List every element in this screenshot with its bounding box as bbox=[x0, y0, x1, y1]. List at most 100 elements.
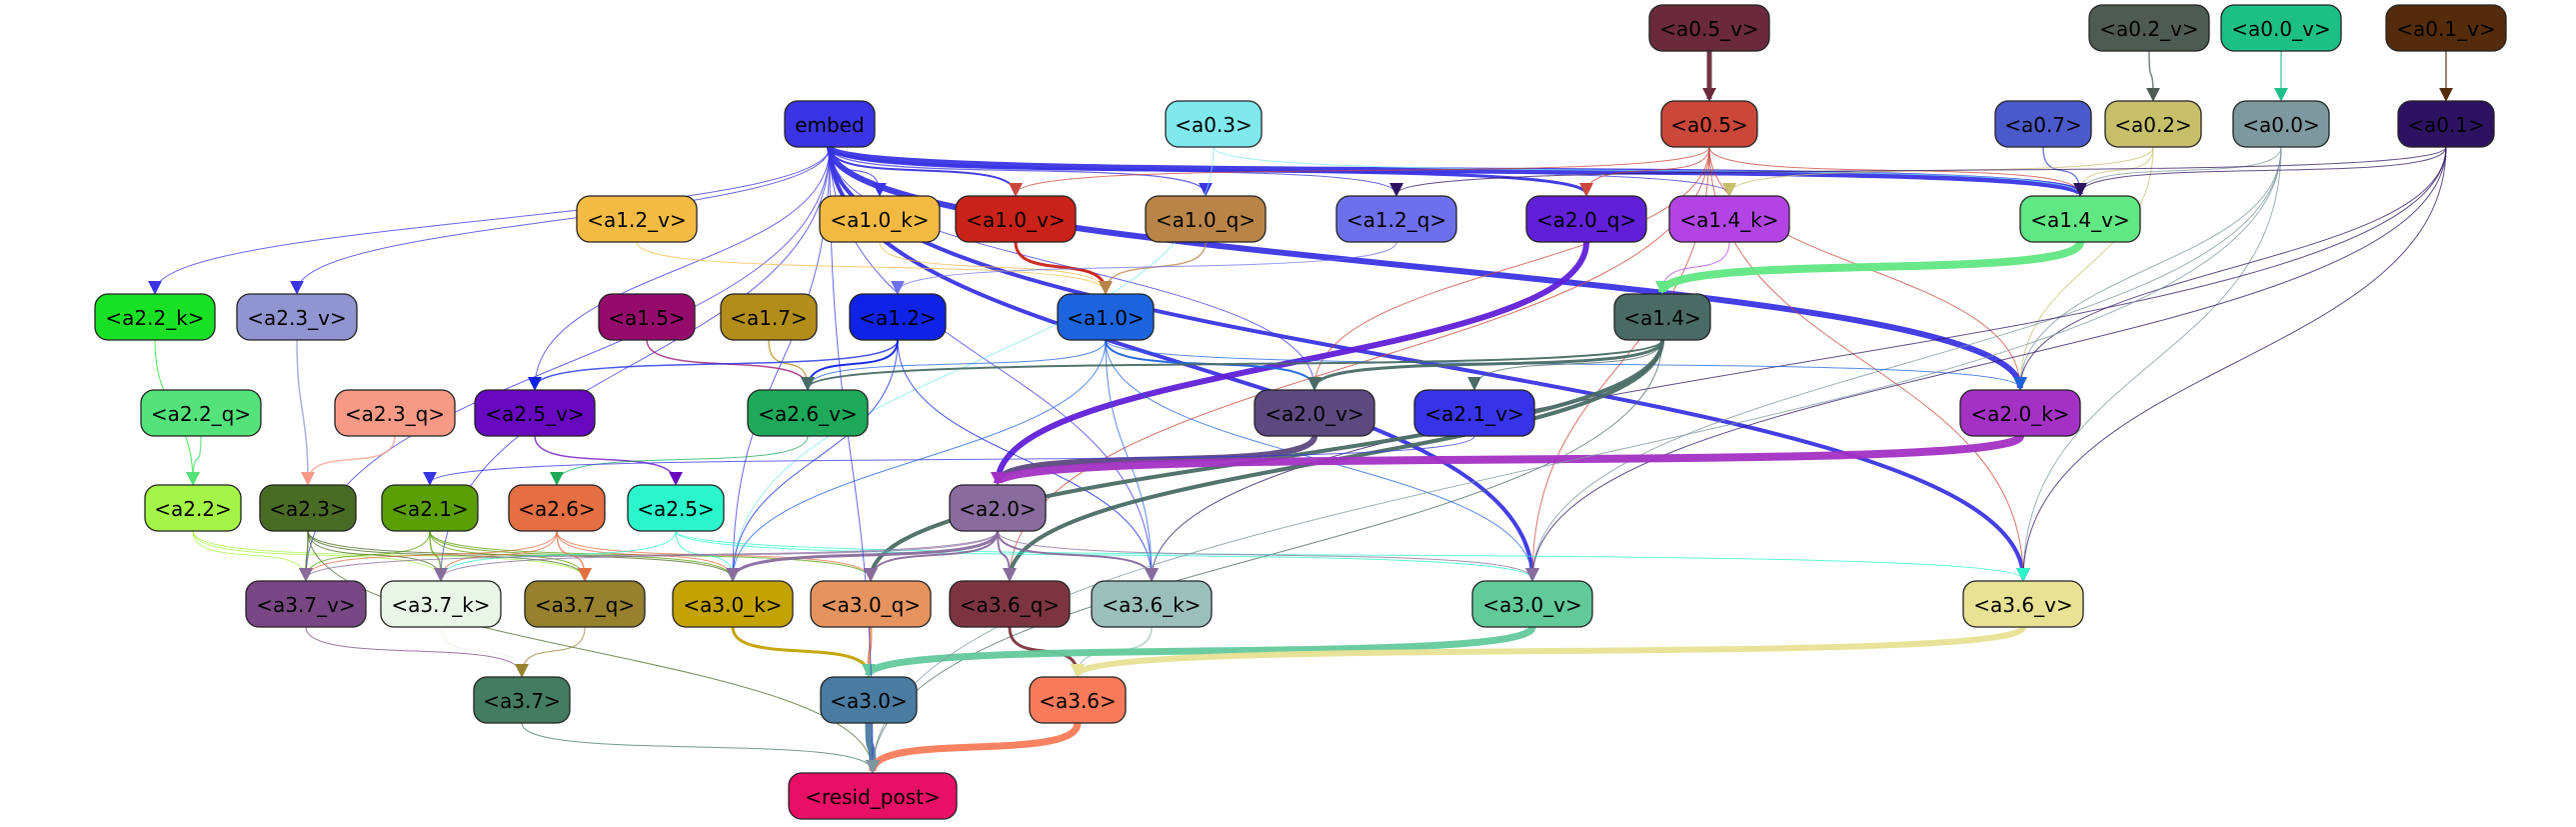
node-a1-4[interactable]: <a1.4> bbox=[1613, 293, 1711, 341]
node-a0-3[interactable]: <a0.3> bbox=[1165, 100, 1263, 148]
node-label: <a2.0_q> bbox=[1536, 208, 1636, 232]
node-a2-3[interactable]: <a2.3> bbox=[259, 484, 357, 532]
node-a0-5[interactable]: <a0.5> bbox=[1660, 100, 1758, 148]
node-label: <a1.7> bbox=[730, 306, 808, 330]
node-box bbox=[1660, 100, 1758, 148]
edge-a2_3-to-a3_7_q bbox=[307, 530, 592, 582]
edge-a2_3_q-to-a2_3 bbox=[301, 435, 396, 486]
node-box bbox=[94, 293, 216, 341]
node-a0-1[interactable]: <a0.1> bbox=[2397, 100, 2495, 148]
node-a3-0-v[interactable]: <a3.0_v> bbox=[1471, 580, 1593, 628]
edge-a2_6-to-a3_7_v bbox=[299, 530, 558, 582]
node-embed[interactable]: embed bbox=[784, 100, 876, 148]
edge-a0_1-to-a3_0_v bbox=[1525, 146, 2447, 582]
node-a3-6-q[interactable]: <a3.6_q> bbox=[949, 580, 1071, 628]
node-label: <a3.6_q> bbox=[960, 593, 1060, 617]
node-a3-7[interactable]: <a3.7> bbox=[473, 676, 571, 724]
node-a2-5-v[interactable]: <a2.5_v> bbox=[474, 389, 596, 437]
node-a3-0-k[interactable]: <a3.0_k> bbox=[672, 580, 794, 628]
node-label: <a0.1_v> bbox=[2396, 17, 2495, 41]
node-label: <a2.0_v> bbox=[1265, 402, 1363, 426]
node-box bbox=[1668, 195, 1790, 243]
node-a2-0[interactable]: <a2.0> bbox=[949, 484, 1047, 532]
node-label: <a0.2_v> bbox=[2099, 17, 2198, 41]
node-label: <a0.3> bbox=[1175, 113, 1253, 137]
node-box bbox=[1525, 195, 1647, 243]
node-a2-3-v[interactable]: <a2.3_v> bbox=[236, 293, 358, 341]
node-box bbox=[747, 389, 869, 437]
node-a1-4-k[interactable]: <a1.4_k> bbox=[1668, 195, 1790, 243]
node-label: <a2.1> bbox=[391, 497, 469, 521]
node-box bbox=[2104, 100, 2202, 148]
edge-a0_1-to-a2_0_k bbox=[2013, 146, 2447, 391]
edge-a0_1-to-a1_2_q bbox=[1389, 146, 2447, 197]
node-a2-1[interactable]: <a2.1> bbox=[381, 484, 479, 532]
node-a2-0-k[interactable]: <a2.0_k> bbox=[1959, 389, 2081, 437]
node-a2-5[interactable]: <a2.5> bbox=[627, 484, 725, 532]
node-label: <a3.7_q> bbox=[535, 593, 635, 617]
node-box bbox=[1471, 580, 1593, 628]
node-a1-2-v[interactable]: <a1.2_v> bbox=[576, 195, 698, 243]
node-a1-0-k[interactable]: <a1.0_k> bbox=[819, 195, 941, 243]
node-a1-5[interactable]: <a1.5> bbox=[598, 293, 696, 341]
node-a1-2[interactable]: <a1.2> bbox=[849, 293, 947, 341]
node-a3-7-v[interactable]: <a3.7_v> bbox=[245, 580, 367, 628]
node-a3-7-q[interactable]: <a3.7_q> bbox=[524, 580, 646, 628]
node-a1-2-q[interactable]: <a1.2_q> bbox=[1335, 195, 1457, 243]
node-a2-6[interactable]: <a2.6> bbox=[508, 484, 606, 532]
edge-a0_0-to-a3_0_v bbox=[1525, 146, 2282, 582]
node-a0-2[interactable]: <a0.2> bbox=[2104, 100, 2202, 148]
node-box bbox=[236, 293, 358, 341]
node-box bbox=[1029, 676, 1127, 724]
node-a3-0[interactable]: <a3.0> bbox=[820, 676, 918, 724]
node-a1-0[interactable]: <a1.0> bbox=[1057, 293, 1155, 341]
edge-a3_7_v-to-a3_7 bbox=[305, 626, 529, 678]
node-a3-7-k[interactable]: <a3.7_k> bbox=[380, 580, 502, 628]
node-a1-4-v[interactable]: <a1.4_v> bbox=[2019, 195, 2141, 243]
node-a0-5-v[interactable]: <a0.5_v> bbox=[1648, 4, 1770, 52]
edge-a1_4-to-a2_1_v bbox=[1467, 339, 1663, 391]
node-a0-7[interactable]: <a0.7> bbox=[1994, 100, 2092, 148]
node-box bbox=[1413, 389, 1535, 437]
node-a1-0-v[interactable]: <a1.0_v> bbox=[955, 195, 1077, 243]
node-a1-0-q[interactable]: <a1.0_q> bbox=[1145, 195, 1267, 243]
node-label: <a0.7> bbox=[2004, 113, 2082, 137]
node-box bbox=[1091, 580, 1213, 628]
node-label: <a1.4_v> bbox=[2030, 208, 2129, 232]
node-resid-post[interactable]: <resid_post> bbox=[788, 772, 958, 820]
node-a2-2[interactable]: <a2.2> bbox=[144, 484, 242, 532]
node-a3-6-v[interactable]: <a3.6_v> bbox=[1962, 580, 2084, 628]
node-a0-2-v[interactable]: <a0.2_v> bbox=[2088, 4, 2210, 52]
node-a3-0-q[interactable]: <a3.0_q> bbox=[810, 580, 932, 628]
node-box bbox=[508, 484, 606, 532]
node-label: <a1.2> bbox=[859, 306, 937, 330]
edge-a2_2-to-a3_7_q bbox=[192, 530, 592, 582]
node-a2-0-v[interactable]: <a2.0_v> bbox=[1254, 389, 1375, 437]
node-a2-2-k[interactable]: <a2.2_k> bbox=[94, 293, 216, 341]
node-box bbox=[1335, 195, 1457, 243]
node-label: <a3.6> bbox=[1039, 689, 1117, 713]
node-a0-0-v[interactable]: <a0.0_v> bbox=[2220, 4, 2342, 52]
node-box bbox=[720, 293, 818, 341]
node-a2-1-v[interactable]: <a2.1_v> bbox=[1413, 389, 1535, 437]
edge-a2_0_k-to-a2_0 bbox=[991, 432, 2024, 487]
node-a1-7[interactable]: <a1.7> bbox=[720, 293, 818, 341]
node-a0-1-v[interactable]: <a0.1_v> bbox=[2385, 4, 2507, 52]
node-box bbox=[949, 580, 1071, 628]
node-a3-6[interactable]: <a3.6> bbox=[1029, 676, 1127, 724]
node-a3-6-k[interactable]: <a3.6_k> bbox=[1091, 580, 1213, 628]
edge-a3_0_v-to-a3_0 bbox=[862, 625, 1536, 678]
node-label: <a3.0> bbox=[830, 689, 908, 713]
edge-a2_1-to-a3_7_q bbox=[429, 530, 592, 582]
node-label: <a1.0_k> bbox=[830, 208, 929, 232]
edge-a0_2_v-to-a0_2 bbox=[2145, 50, 2160, 102]
node-box bbox=[474, 389, 596, 437]
node-a2-3-q[interactable]: <a2.3_q> bbox=[334, 389, 456, 437]
node-a2-2-q[interactable]: <a2.2_q> bbox=[140, 389, 262, 437]
node-a2-6-v[interactable]: <a2.6_v> bbox=[747, 389, 869, 437]
edge-a1_0_k-to-a1_0 bbox=[879, 241, 1113, 295]
node-a0-0[interactable]: <a0.0> bbox=[2232, 100, 2330, 148]
node-label: <a1.0_q> bbox=[1156, 208, 1256, 232]
node-box bbox=[2088, 4, 2210, 52]
node-a2-0-q[interactable]: <a2.0_q> bbox=[1525, 195, 1647, 243]
